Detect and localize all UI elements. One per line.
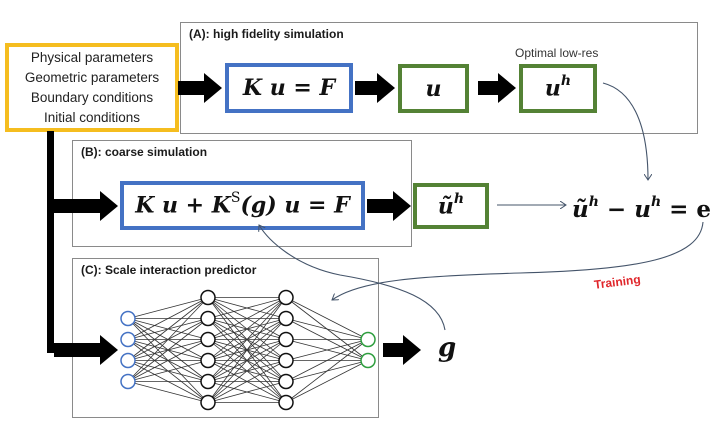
panel-c-title: (C): Scale interaction predictor [81,263,257,277]
input-parameters-list: Physical parameters Geometric parameters… [25,48,159,128]
panel-c-predictor: (C): Scale interaction predictor [72,258,379,418]
optimal-low-res-label: Optimal low-res [515,46,599,60]
coarse-equation: K u + KS(g) u = F [135,190,350,219]
input-parameters-box: Physical parameters Geometric parameters… [5,43,179,132]
input-line-initial: Initial conditions [43,109,141,125]
solution-u: u [425,75,442,102]
coarse-equation-box: K u + KS(g) u = F [120,181,365,230]
panel-a-title: (A): high fidelity simulation [189,27,344,41]
input-line-physical: Physical parameters [30,49,154,65]
high-fidelity-equation-box: K u = F [225,63,353,113]
block-arrow-to-g [383,335,421,365]
error-equation: ũh − uh = e [572,194,712,223]
panel-b-title: (B): coarse simulation [81,145,208,159]
input-line-geometric: Geometric parameters [24,69,160,85]
optimal-uh: uh [544,73,572,102]
coarse-solution-uh-tilde: ũh [437,190,465,220]
optimal-uh-box: uh [519,64,597,113]
trunk-line [47,131,54,353]
coarse-solution-box: ũh [413,183,489,229]
input-line-boundary: Boundary conditions [30,89,154,105]
high-fidelity-equation: K u = F [242,75,336,101]
training-label: Training [593,272,642,292]
predicted-g: g [438,333,457,363]
solution-u-box: u [398,64,469,113]
